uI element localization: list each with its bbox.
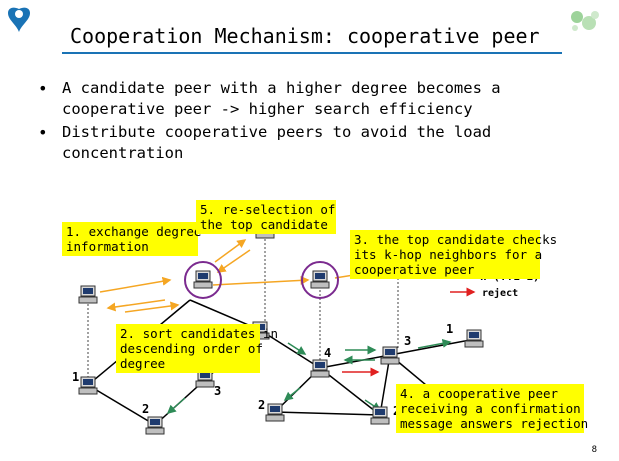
callout-line: cooperative peer — [354, 262, 475, 277]
legend-reject-label: reject — [482, 288, 519, 299]
network-logo-icon — [571, 11, 599, 31]
title-underline — [62, 52, 562, 54]
bullet-text: A candidate peer with a higher degree be… — [62, 79, 501, 118]
page-title: Cooperation Mechanism: cooperative peer — [70, 24, 540, 48]
callout-line: degree — [120, 356, 166, 371]
callout-line: message answers rejection — [400, 416, 589, 431]
callout-exchange-degree: 1. exchange degree information — [62, 222, 202, 256]
bullet-dot: • — [38, 79, 48, 98]
node-number: 1 — [72, 370, 80, 384]
node-number: 3 — [214, 384, 222, 398]
callout-line: descending order of — [120, 341, 263, 356]
callout-line: its k-hop neighbors for a — [354, 247, 543, 262]
callout-reselection: 5. re-selection of the top candidate — [196, 200, 336, 234]
callout-line: 1. exchange degree — [66, 224, 202, 239]
node-number: 4 — [324, 346, 332, 360]
node-number: 1 — [446, 322, 454, 336]
candidate-circle — [184, 261, 222, 299]
node-number: 2 — [258, 398, 266, 412]
node-number: 3 — [404, 334, 412, 348]
bullet-dot: • — [38, 123, 48, 142]
node-number: 2 — [142, 402, 150, 416]
red-arrows — [342, 287, 476, 377]
logo-icon — [8, 7, 30, 32]
callout-sort-candidates: 2. sort candidates in descending order o… — [116, 324, 279, 373]
bullet-text: Distribute cooperative peers to avoid th… — [62, 123, 492, 162]
page-number: 8 — [591, 445, 597, 455]
callout-line: 4. a cooperative peer — [400, 386, 559, 401]
bullet-list: • A candidate peer with a higher degree … — [38, 78, 558, 166]
callout-line: 3. the top candidate checks — [354, 232, 558, 247]
callout-top-candidate-check: 3. the top candidate checks its k-hop ne… — [350, 230, 558, 279]
bullet-item: • Distribute cooperative peers to avoid … — [38, 122, 558, 164]
vertical-projection-lines — [87, 235, 399, 380]
callout-line: 2. sort candidates in — [120, 326, 279, 341]
callout-line: information — [66, 239, 149, 254]
candidate-circle — [301, 261, 339, 299]
green-arrows — [166, 338, 452, 414]
bullet-item: • A candidate peer with a higher degree … — [38, 78, 558, 120]
callout-rejection-answer: 4. a cooperative peer receiving a confir… — [396, 384, 589, 433]
callout-line: 5. re-selection of — [200, 202, 336, 217]
callout-line: the top candidate — [200, 217, 328, 232]
callout-line: receiving a confirmation — [400, 401, 581, 416]
